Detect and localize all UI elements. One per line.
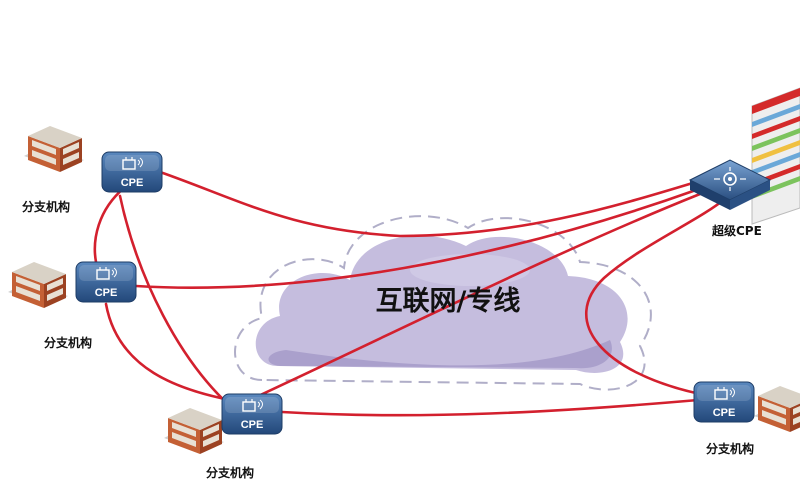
link-branch3-super <box>252 192 702 400</box>
network-links <box>93 170 728 417</box>
super-cpe-label: 超级CPE <box>712 224 762 238</box>
link-branch2-super <box>134 188 698 289</box>
branch-label: 分支机构 <box>706 442 755 456</box>
cpe-router-icon[interactable]: CPE <box>75 261 137 303</box>
building-icon <box>24 126 84 172</box>
cloud-icon <box>234 215 652 391</box>
branch-label: 分支机构 <box>44 336 93 350</box>
cpe-label: CPE <box>95 287 118 299</box>
super-cpe-router-icon[interactable] <box>688 159 772 210</box>
cpe-router-icon[interactable]: CPE <box>693 381 755 423</box>
server-rack-icon <box>751 87 800 225</box>
building-icon <box>754 386 800 432</box>
cpe-label: CPE <box>121 177 144 189</box>
cpe-label: CPE <box>713 407 736 419</box>
link-branch1-branch3 <box>118 194 232 408</box>
link-branch3-branch4 <box>280 398 700 417</box>
cpe-router-icon[interactable]: CPE <box>101 151 163 193</box>
cpe-label: CPE <box>241 419 264 431</box>
building-icon <box>8 262 68 308</box>
branch-label: 分支机构 <box>22 200 71 214</box>
link-branch2-branch3 <box>104 302 232 402</box>
link-branch1-branch2 <box>93 186 126 264</box>
link-branch1-super <box>158 170 698 238</box>
branch-label: 分支机构 <box>206 466 255 480</box>
link-branch4-super <box>585 196 728 396</box>
cloud-title: 互联网/专线 <box>376 286 521 317</box>
building-icon <box>164 408 224 454</box>
cpe-router-icon[interactable]: CPE <box>221 393 283 435</box>
